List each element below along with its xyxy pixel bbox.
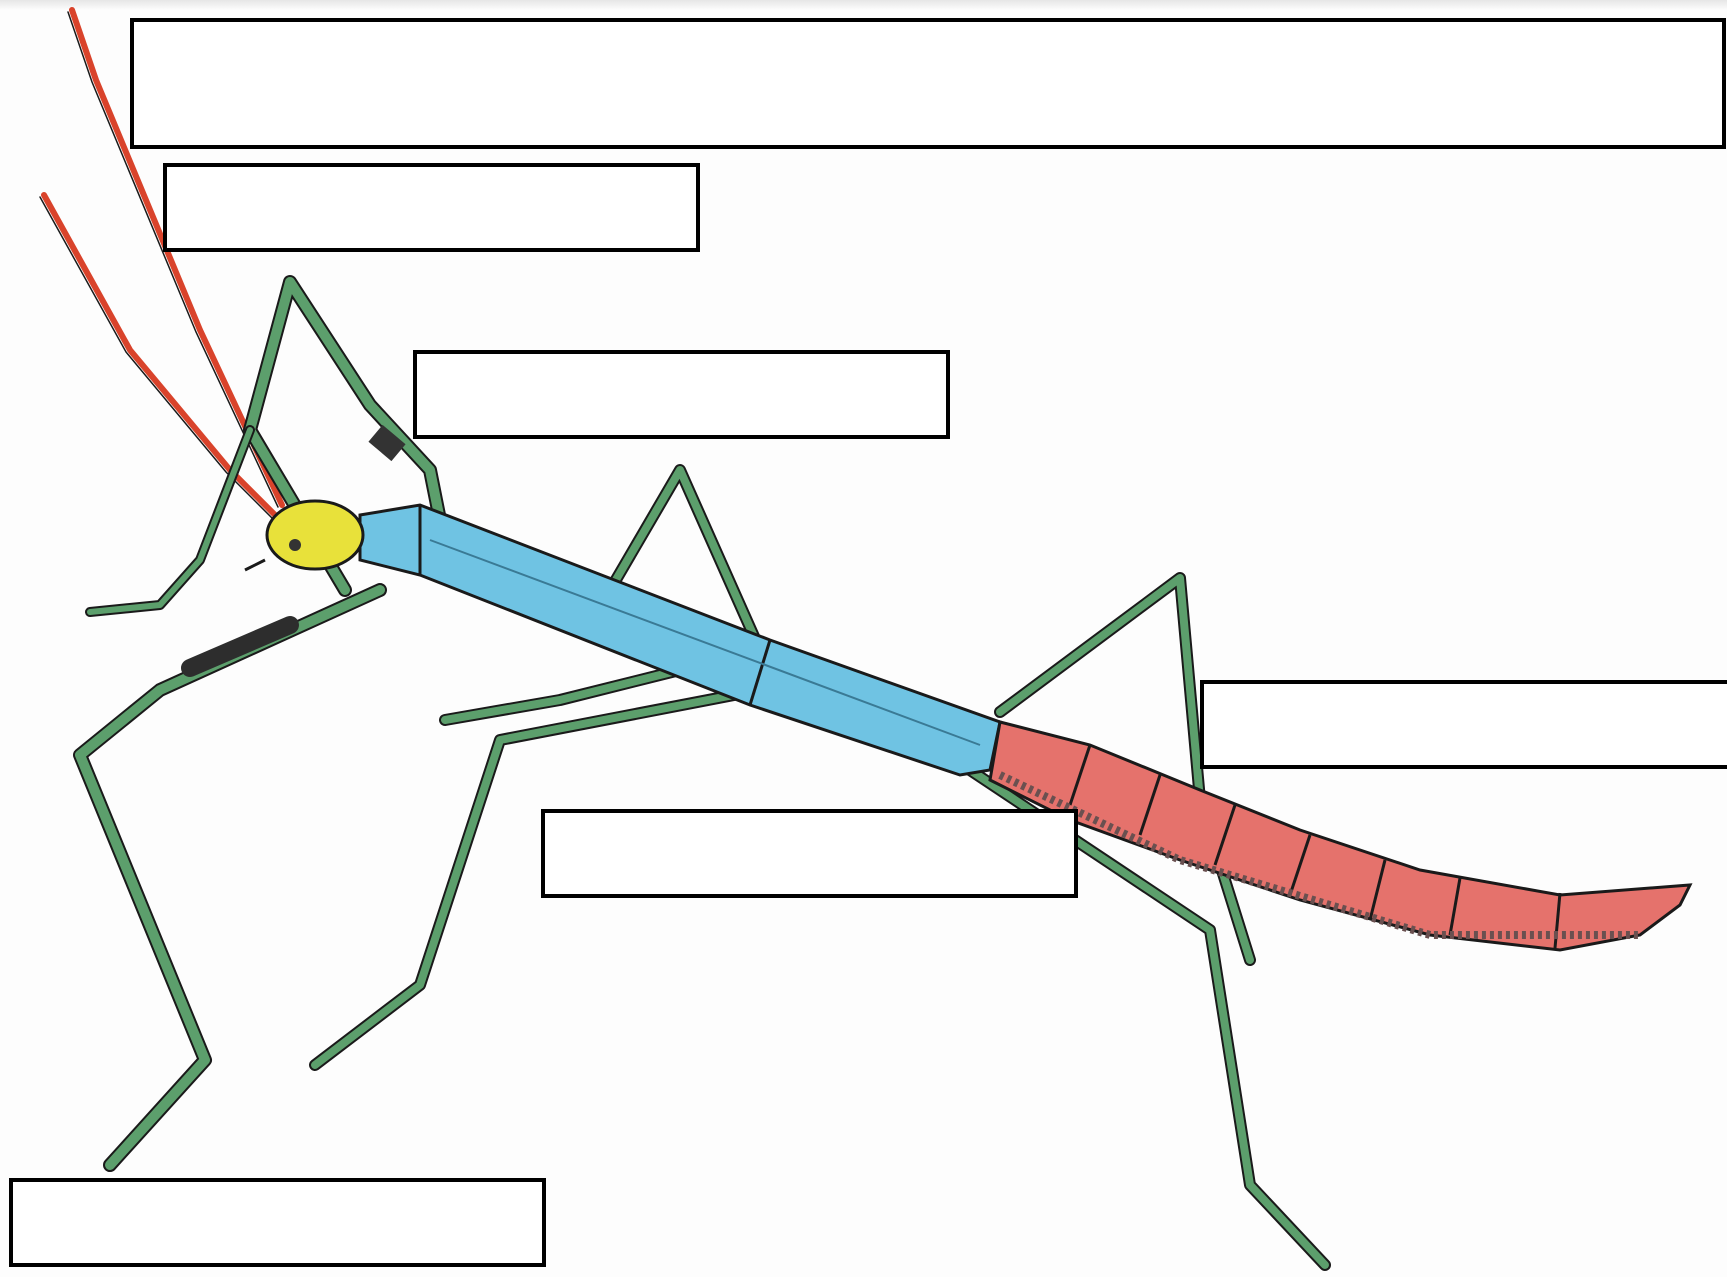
label-box-thorax[interactable] (541, 809, 1078, 898)
front-leg-dark-band (190, 625, 290, 668)
thorax (360, 505, 1000, 775)
label-box-head[interactable] (413, 350, 950, 439)
head (245, 501, 363, 570)
mouthpart (245, 560, 265, 570)
label-box-antenna[interactable] (163, 163, 700, 252)
eye (289, 539, 301, 551)
label-box-leg[interactable] (9, 1178, 546, 1267)
front-leg-tarsus (90, 430, 250, 612)
label-box-abdomen[interactable] (1200, 680, 1727, 769)
label-box-top[interactable] (130, 18, 1726, 149)
